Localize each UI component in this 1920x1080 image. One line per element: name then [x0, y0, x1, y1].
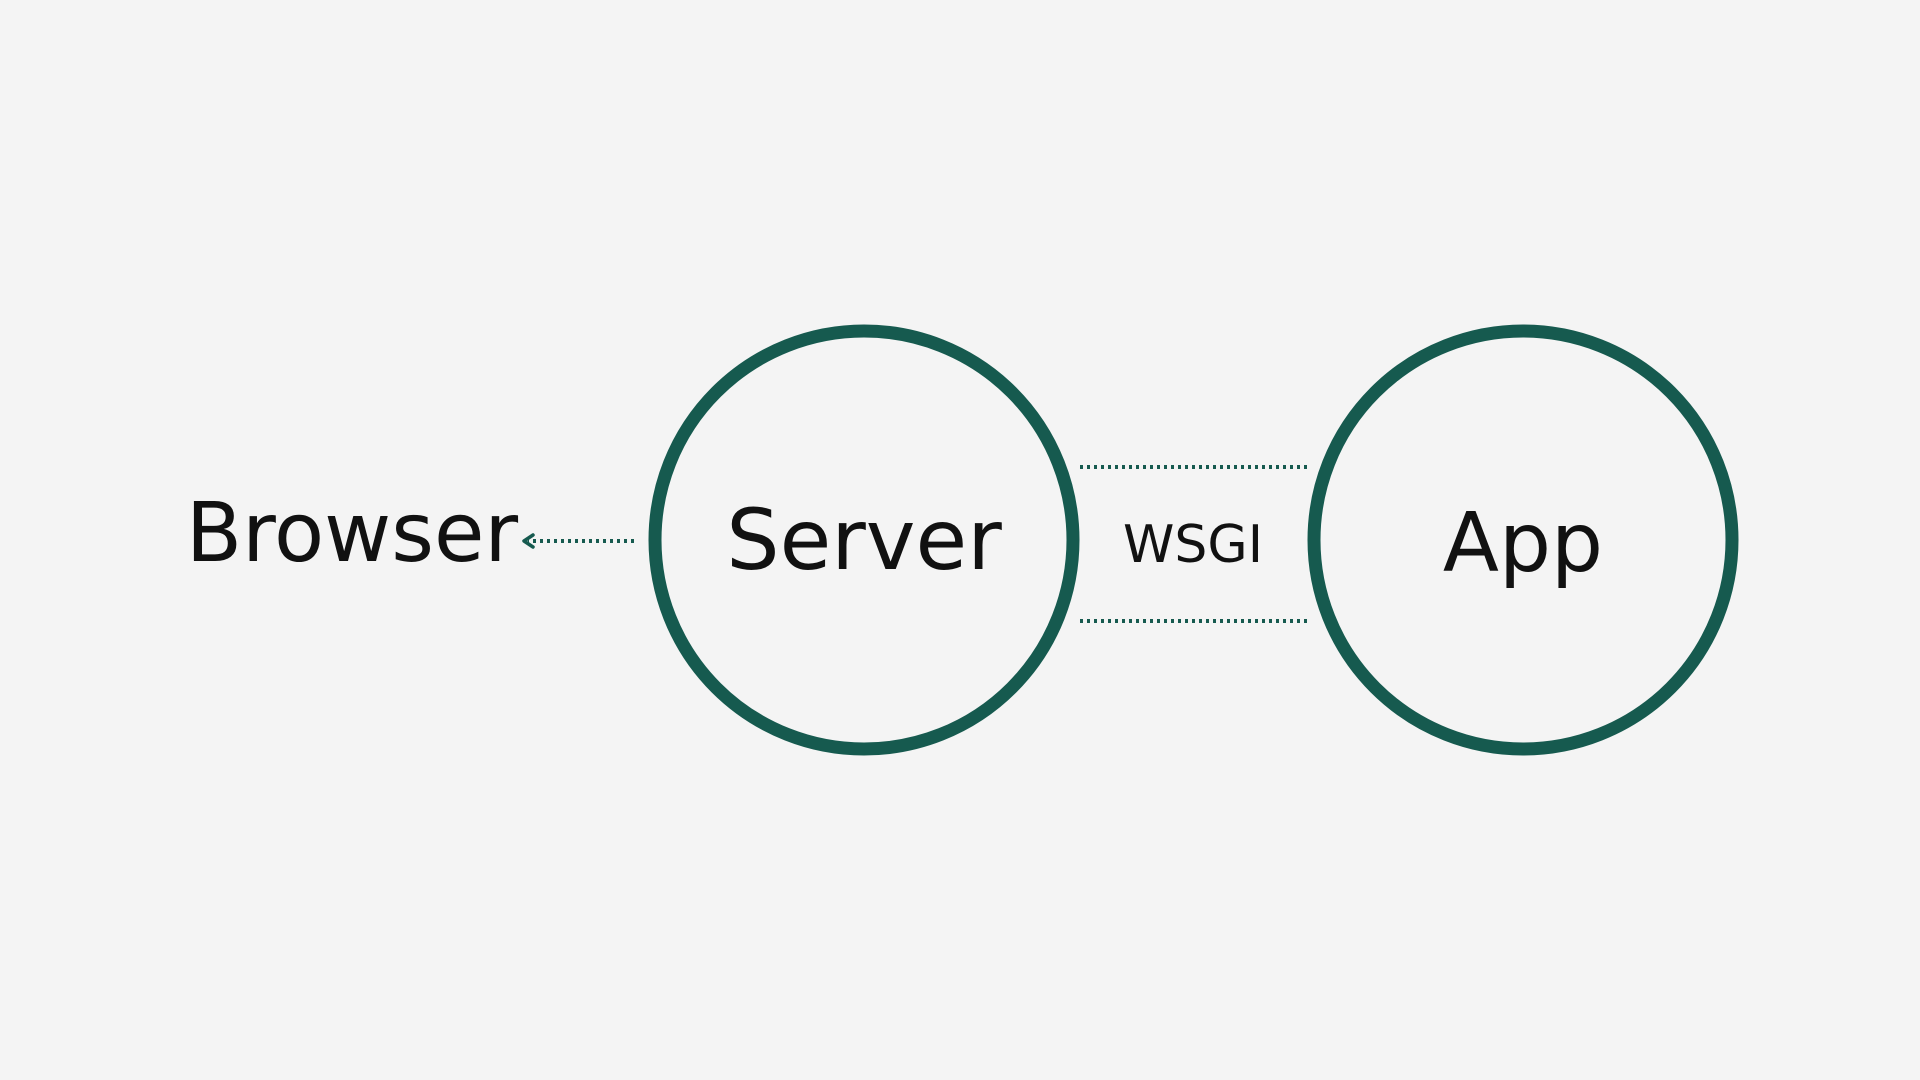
server-circle	[648, 324, 1080, 756]
app-circle	[1307, 324, 1739, 756]
wsgi-label: WSGI	[1122, 515, 1264, 575]
app-label: App	[1442, 496, 1604, 591]
browser-arrowhead-icon	[522, 533, 535, 549]
server-label: Server	[726, 491, 1002, 589]
browser-label: Browser	[185, 486, 519, 581]
